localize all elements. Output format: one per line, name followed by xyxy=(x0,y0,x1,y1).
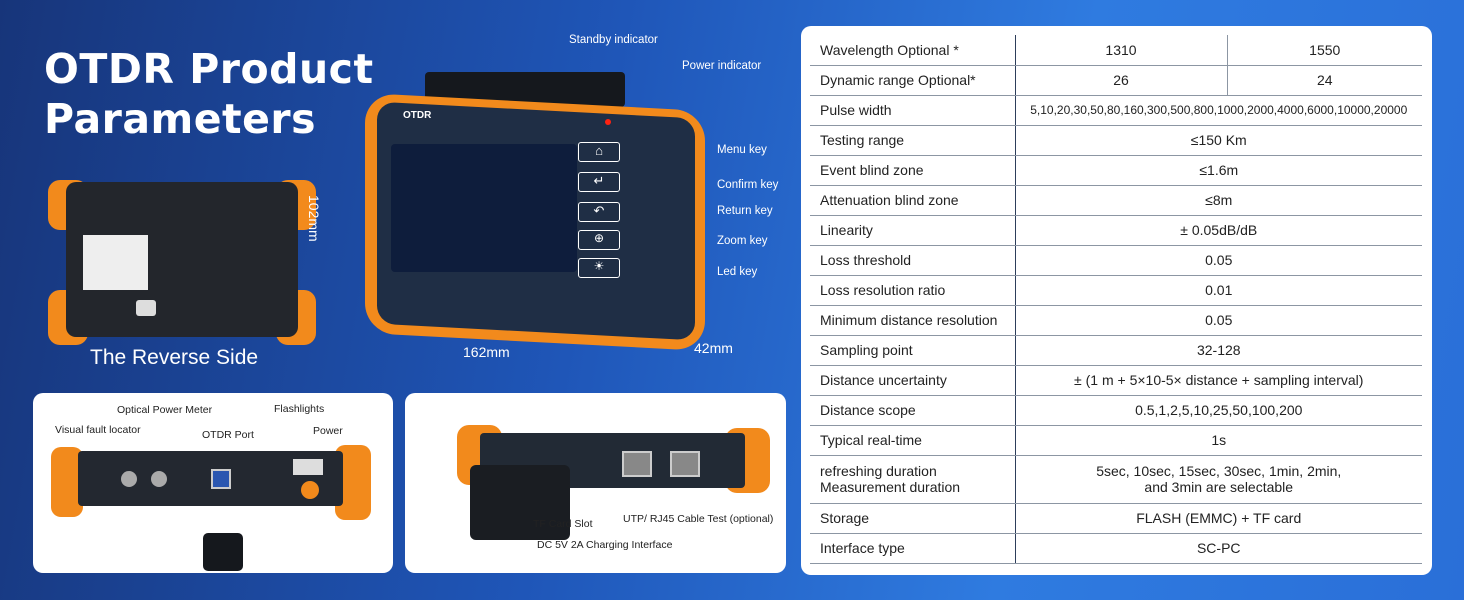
spec-label: refreshing duration Measurement duration xyxy=(810,455,1016,504)
spec-value: 0.5,1,2,5,10,25,50,100,200 xyxy=(1015,395,1422,426)
otdr-device-image: OTDR ⌂ ↵ ↶ ⊕ ☀ xyxy=(365,72,715,351)
spec-label: Linearity xyxy=(810,215,1016,246)
spec-value: ± (1 m + 5×10-5× distance + sampling int… xyxy=(1015,365,1422,396)
return-key-label: Return key xyxy=(717,205,773,217)
power-indicator-label: Power indicator xyxy=(682,60,762,72)
confirm-key-icon[interactable]: ↵ xyxy=(578,172,620,192)
spec-row: Linearity± 0.05dB/dB xyxy=(810,215,1422,246)
spec-value: 0.01 xyxy=(1015,275,1422,306)
spec-label: Interface type xyxy=(810,533,1016,564)
spec-label: Loss resolution ratio xyxy=(810,275,1016,306)
spec-value: 1550 xyxy=(1227,35,1422,66)
spec-label: Pulse width xyxy=(810,95,1016,126)
spec-row: refreshing duration Measurement duration… xyxy=(810,455,1422,504)
spec-label: Storage xyxy=(810,503,1016,534)
spec-value: 5sec, 10sec, 15sec, 30sec, 1min, 2min, a… xyxy=(1015,455,1422,504)
spec-value: ≤150 Km xyxy=(1015,125,1422,156)
spec-value: 0.05 xyxy=(1015,245,1422,276)
side-panel-card: TF Card Slot DC 5V 2A Charging Interface… xyxy=(405,393,786,573)
spec-value: 0.05 xyxy=(1015,305,1422,336)
spec-label: Distance uncertainty xyxy=(810,365,1016,396)
spec-value: ± 0.05dB/dB xyxy=(1015,215,1422,246)
menu-key-icon[interactable]: ⌂ xyxy=(578,142,620,162)
spec-label: Event blind zone xyxy=(810,155,1016,186)
zoom-key-label: Zoom key xyxy=(717,235,768,247)
spec-value: 1310 xyxy=(1015,35,1228,66)
width-dimension: 162mm xyxy=(463,344,510,360)
spec-value: 1s xyxy=(1015,425,1422,456)
spec-label: Testing range xyxy=(810,125,1016,156)
standby-led xyxy=(605,119,611,125)
confirm-key-label: Confirm key xyxy=(717,179,779,191)
return-key-icon[interactable]: ↶ xyxy=(578,202,620,222)
menu-key-label: Menu key xyxy=(717,144,767,156)
spec-label: Sampling point xyxy=(810,335,1016,366)
height-dimension: 102mm xyxy=(306,195,322,242)
standby-indicator-label: Standby indicator xyxy=(569,34,658,46)
spec-value: ≤1.6m xyxy=(1015,155,1422,186)
spec-value: SC-PC xyxy=(1015,533,1422,564)
spec-value: FLASH (EMMC) + TF card xyxy=(1015,503,1422,534)
top-panel-card: Visual fault locator Optical Power Meter… xyxy=(33,393,393,573)
reverse-side-label: The Reverse Side xyxy=(90,346,259,369)
spec-label: Typical real-time xyxy=(810,425,1016,456)
spec-row: Event blind zone≤1.6m xyxy=(810,155,1422,186)
spec-value: 32-128 xyxy=(1015,335,1422,366)
spec-row: Distance uncertainty± (1 m + 5×10-5× dis… xyxy=(810,365,1422,396)
reverse-side-device-image xyxy=(48,170,316,345)
spec-row: Attenuation blind zone≤8m xyxy=(810,185,1422,216)
spec-label: Dynamic range Optional* xyxy=(810,65,1016,96)
spec-label: Distance scope xyxy=(810,395,1016,426)
spec-value: ≤8m xyxy=(1015,185,1422,216)
spec-value: 24 xyxy=(1227,65,1422,96)
spec-value: 5,10,20,30,50,80,160,300,500,800,1000,20… xyxy=(1015,95,1422,126)
spec-label: Minimum distance resolution xyxy=(810,305,1016,336)
spec-label: Loss threshold xyxy=(810,245,1016,276)
led-key-icon[interactable]: ☀ xyxy=(578,258,620,278)
spec-row: Testing range≤150 Km xyxy=(810,125,1422,156)
depth-dimension: 42mm xyxy=(694,340,733,356)
spec-value: 26 xyxy=(1015,65,1228,96)
spec-label: Wavelength Optional * xyxy=(810,35,1016,66)
led-key-label: Led key xyxy=(717,266,758,278)
spec-label: Attenuation blind zone xyxy=(810,185,1016,216)
zoom-key-icon[interactable]: ⊕ xyxy=(578,230,620,250)
